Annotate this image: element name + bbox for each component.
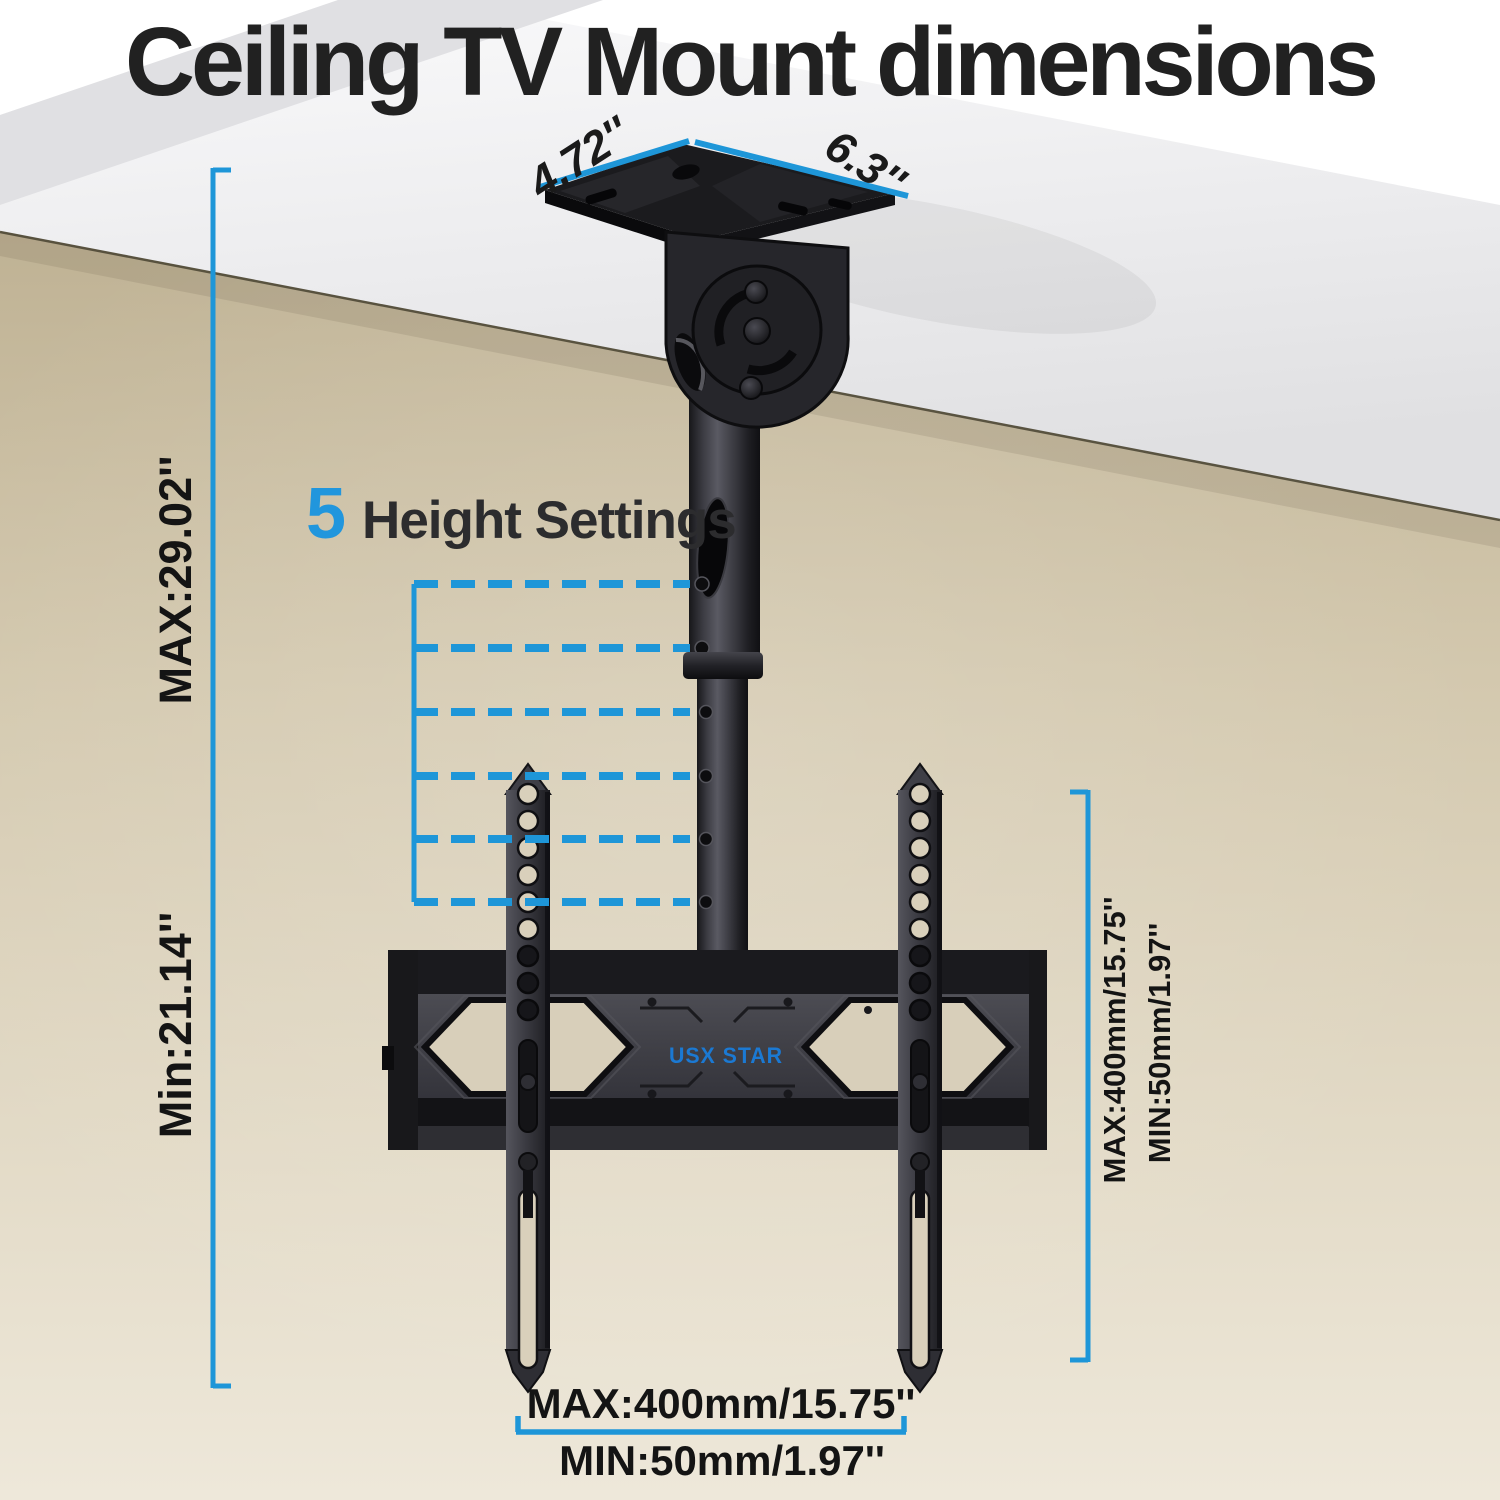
- lower-pole: [697, 679, 748, 954]
- plate-depth-dimension-line: [539, 138, 690, 190]
- swivel-hinge: [664, 230, 850, 429]
- height-hole: [698, 894, 714, 910]
- groove-left: [640, 1006, 704, 1088]
- plate-width-dimension-line: [694, 139, 909, 199]
- ceiling-shadow-band: [0, 0, 603, 205]
- tv-bracket-plate: [382, 950, 1047, 1150]
- groove-right: [732, 1006, 795, 1088]
- plate-edge-dimension-lines: [539, 138, 909, 199]
- ceiling-soft-shadow: [703, 190, 1157, 334]
- ceiling-plate: [545, 144, 895, 253]
- bolt: [739, 376, 763, 400]
- vesa-horizontal-dimension-line: [515, 1416, 907, 1435]
- bolt: [744, 280, 768, 304]
- height-settings-bracket: [411, 580, 690, 906]
- dimension-annotations: [210, 138, 1091, 1435]
- adjustment-collar: [683, 652, 763, 679]
- bracket-right-flange: [1029, 950, 1047, 1150]
- ceiling-tv-mount-illustration: [382, 144, 1047, 1394]
- plate-right-wing: [712, 164, 868, 222]
- height-hole: [694, 576, 710, 592]
- height-hole: [698, 704, 714, 720]
- bolt: [743, 317, 771, 345]
- vesa-rail-left: [504, 762, 552, 1394]
- vesa-vertical-dimension-line: [1070, 789, 1091, 1363]
- cable-slot: [696, 497, 730, 599]
- wall-sheen: [0, 231, 1500, 1500]
- height-hole: [698, 768, 714, 784]
- height-hole: [698, 831, 714, 847]
- height-range-dimension-line: [210, 167, 231, 1389]
- vesa-rail-right: [896, 762, 944, 1394]
